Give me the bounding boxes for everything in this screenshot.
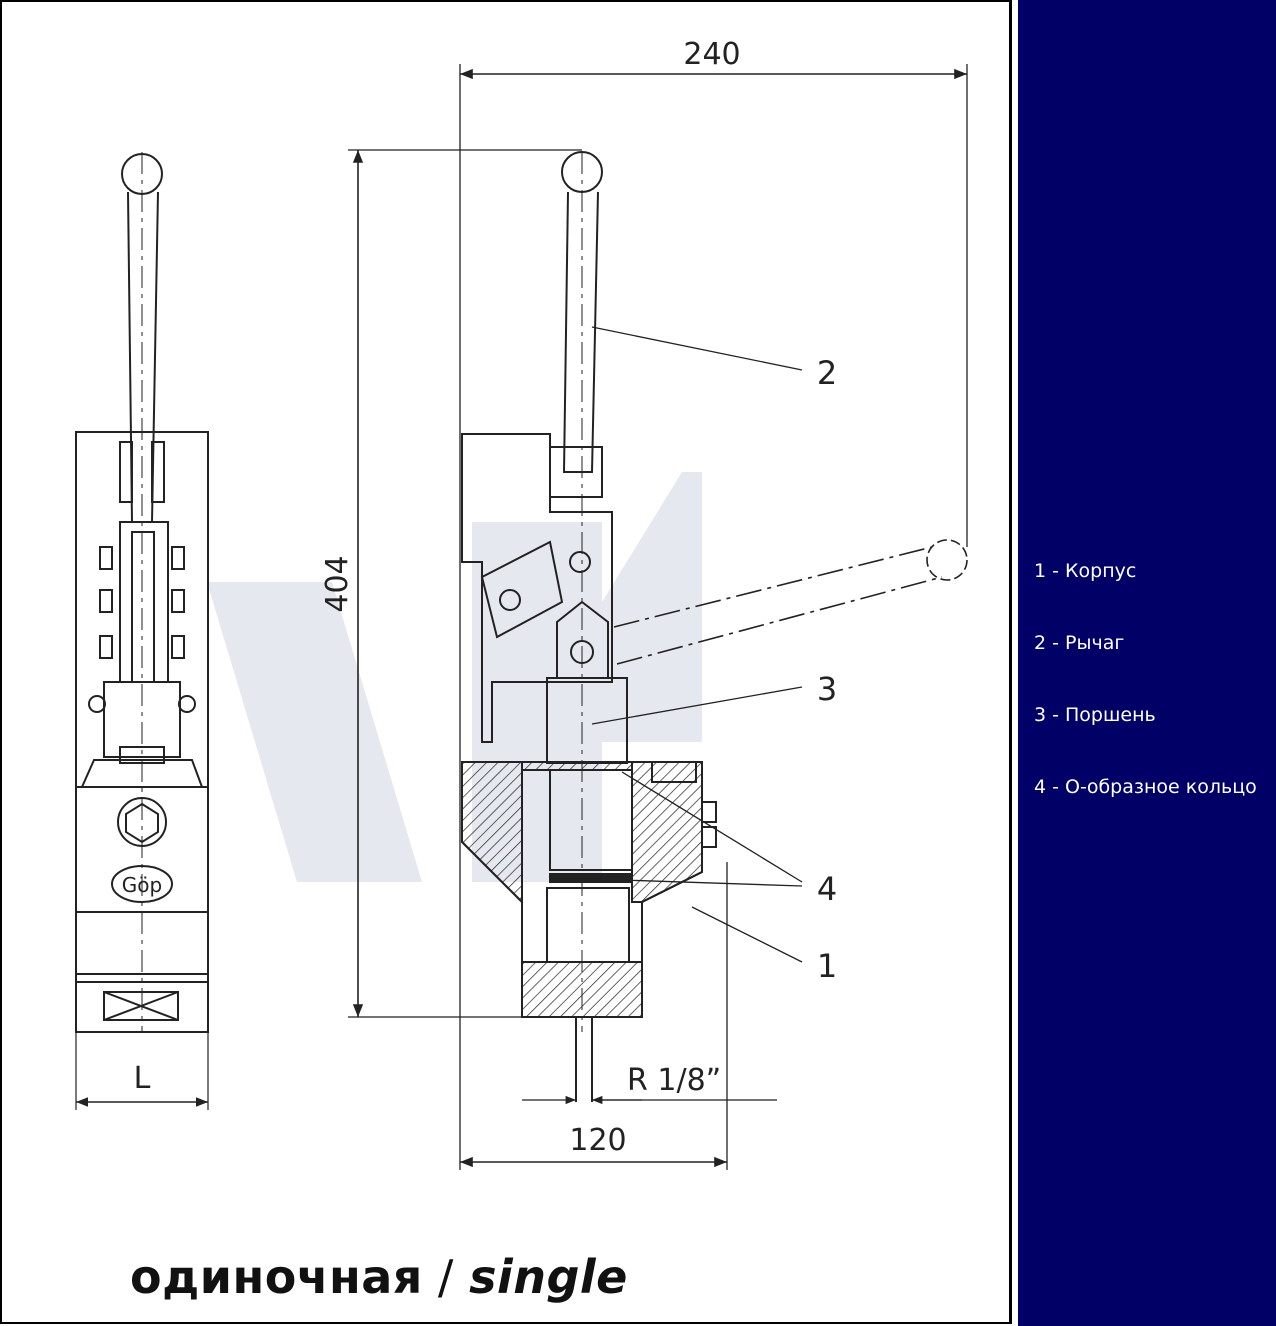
dimension-lines <box>348 64 968 1170</box>
drawing-svg: 240 404 120 R 1/8” L Göp 2 3 4 1 <box>75 37 968 1170</box>
dimension-l: L <box>134 1061 151 1096</box>
front-view <box>461 151 968 1102</box>
caption-english: single <box>469 1250 628 1304</box>
nameplate-label: Göp <box>122 873 162 897</box>
legend-item-lever: 2 - Рычаг <box>1034 632 1125 654</box>
drawing-caption: одиночная / single <box>130 1250 628 1304</box>
legend-panel: 1 - Корпус 2 - Рычаг 3 - Поршень 4 - О-о… <box>1016 0 1276 1326</box>
legend-item-housing: 1 - Корпус <box>1034 560 1137 582</box>
legend-item-piston: 3 - Поршень <box>1034 704 1156 726</box>
caption-russian: одиночная <box>130 1250 423 1304</box>
side-view <box>75 152 209 1110</box>
callout-4: 4 <box>817 870 837 908</box>
callout-1: 1 <box>817 947 837 985</box>
callout-3: 3 <box>817 670 837 708</box>
legend-item-o-ring: 4 - О-образное кольцо <box>1034 776 1257 798</box>
dimension-thread: R 1/8” <box>627 1063 721 1098</box>
dimension-120: 120 <box>569 1123 626 1158</box>
dimension-404: 404 <box>320 555 355 612</box>
technical-drawing: 240 404 120 R 1/8” L Göp 2 3 4 1 одиночн… <box>0 0 1012 1324</box>
callout-2: 2 <box>817 354 837 392</box>
caption-separator: / <box>422 1250 470 1304</box>
dimension-240: 240 <box>683 37 740 72</box>
